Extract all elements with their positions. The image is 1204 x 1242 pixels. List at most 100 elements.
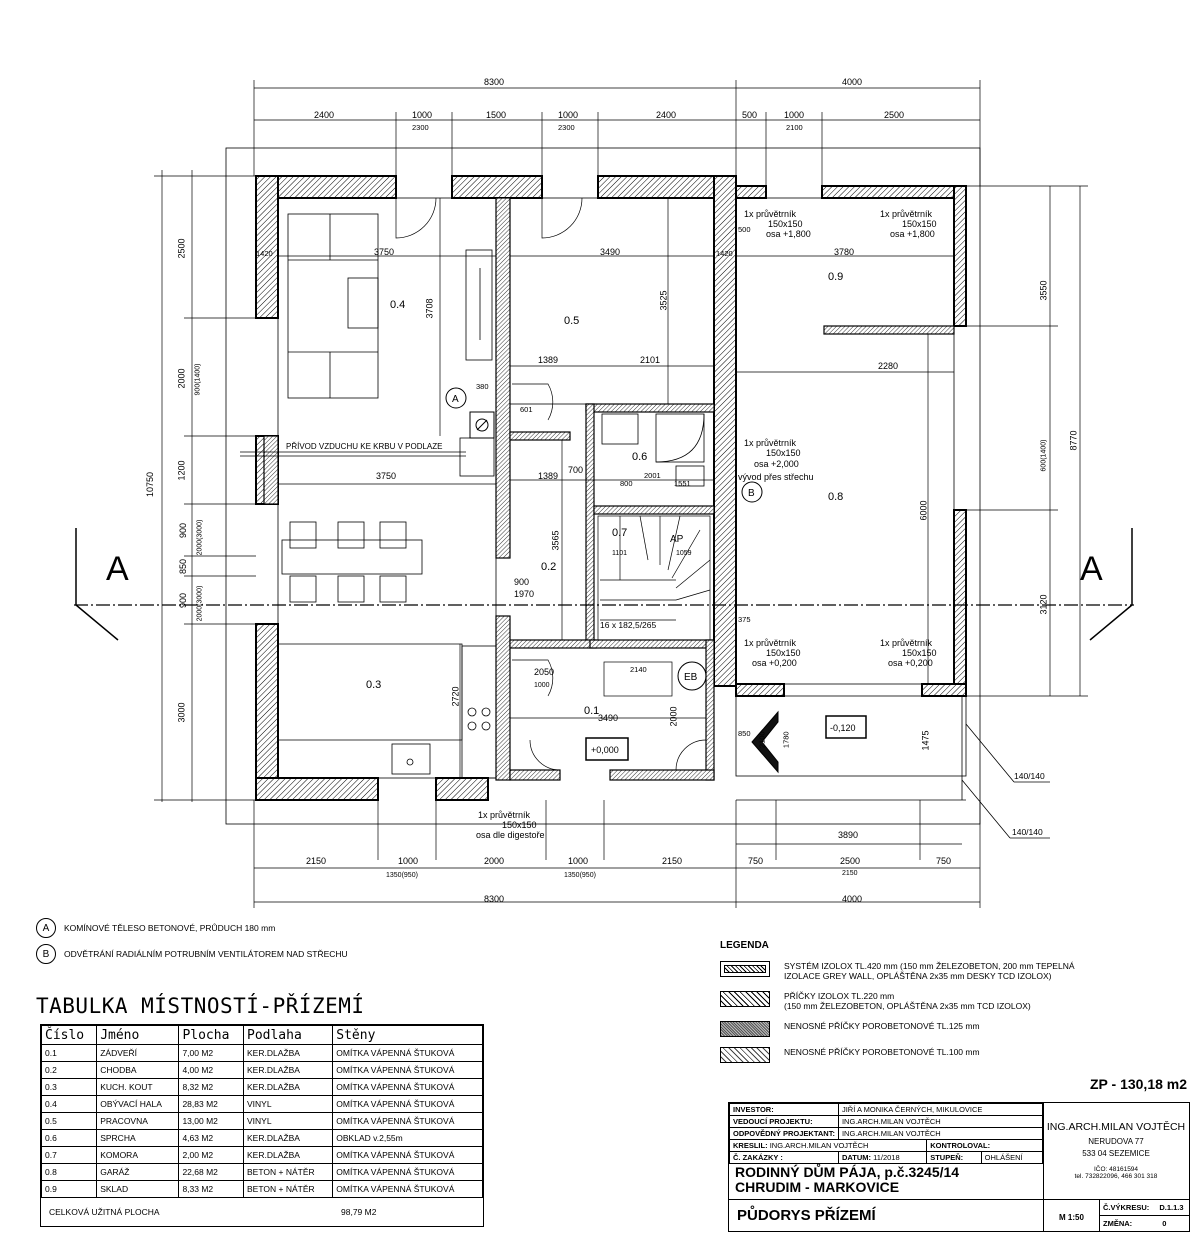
tb-firm: ING.ARCH.MILAN VOJTĚCH NERUDOVA 77 533 0… bbox=[1046, 1121, 1186, 1180]
table-cell: OMÍTKA VÁPENNÁ ŠTUKOVÁ bbox=[332, 1078, 483, 1096]
dim-inner: 6000 bbox=[918, 500, 929, 521]
rooms-table-title: TABULKA MÍSTNOSTÍ-PŘÍZEMÍ bbox=[36, 994, 365, 1018]
room-0.8: 0.8 bbox=[828, 491, 843, 503]
tb-odp-value: ING.ARCH.MILAN VOJTĚCH bbox=[837, 1127, 1044, 1140]
chimney bbox=[459, 411, 495, 477]
legend: LEGENDA SYSTÉM IZOLOX TL.420 mm (150 mm … bbox=[720, 940, 1140, 1073]
dim-top-seg-4: 1000 bbox=[558, 110, 579, 120]
ap-label: AP bbox=[670, 534, 684, 545]
dim-inner: 1000 bbox=[534, 682, 550, 689]
dim-left-seg-2: 2000 bbox=[176, 368, 187, 389]
vent-note-6: 1x průvětrník 150x150 osa dle digestoře bbox=[476, 810, 545, 840]
dim-inner: 1389 bbox=[538, 355, 559, 365]
note-a-text: KOMÍNOVÉ TĚLESO BETONOVÉ, PRŮDUCH 180 mm bbox=[64, 923, 276, 933]
dim-top-seg-5: 2400 bbox=[656, 110, 677, 120]
table-cell: 0.1 bbox=[40, 1044, 98, 1062]
table-cell: OMÍTKA VÁPENNÁ ŠTUKOVÁ bbox=[332, 1146, 483, 1164]
dim-right-seg-3: 3120 bbox=[1038, 594, 1049, 615]
level-outdoor: -0,120 bbox=[830, 723, 856, 733]
vent-note-2: 1x průvětrník 150x150 osa +1,800 bbox=[880, 209, 937, 239]
rooms-total-label: CELKOVÁ UŽITNÁ PLOCHA bbox=[49, 1207, 160, 1217]
dim-left-seg-7: 3000 bbox=[176, 702, 187, 723]
plan-marker-b: B bbox=[748, 488, 755, 499]
col-header: Podlaha bbox=[242, 1025, 334, 1045]
table-cell: KUCH. KOUT bbox=[96, 1078, 180, 1096]
table-cell: 0.7 bbox=[40, 1146, 98, 1164]
table-cell: KOMORA bbox=[96, 1146, 180, 1164]
stairs-label: 16 x 182,5/265 bbox=[600, 620, 657, 630]
air-inlet-label: PŘÍVOD VZDUCHU KE KRBU V PODLAZE bbox=[286, 442, 442, 451]
tb-vedouci-key: VEDOUCÍ PROJEKTU: bbox=[729, 1115, 839, 1128]
col-header: Plocha bbox=[178, 1025, 244, 1045]
table-cell: OBKLAD v.2,55m bbox=[332, 1129, 483, 1147]
dim-bottom-sub-1: 1350(950) bbox=[386, 872, 418, 879]
dim-top-seg-7: 1000 bbox=[784, 110, 805, 120]
note-b-marker: B bbox=[36, 944, 56, 964]
svg-text:150x150: 150x150 bbox=[768, 219, 803, 229]
svg-text:150x150: 150x150 bbox=[766, 648, 801, 658]
table-cell: 7,00 M2 bbox=[178, 1044, 244, 1062]
dim-bottom-seg-4: 1000 bbox=[568, 856, 589, 866]
lintel-label-1: 140/140 bbox=[1014, 771, 1045, 781]
tb-stupen-key: STUPEŇ: bbox=[926, 1151, 982, 1164]
dim-bottom-seg-3: 2000 bbox=[484, 856, 505, 866]
dim-bottom-sub-3: 2150 bbox=[842, 870, 858, 877]
section-marker-right: A bbox=[1080, 550, 1103, 588]
dim-right-seg-1: 3550 bbox=[1038, 280, 1049, 301]
table-cell: OMÍTKA VÁPENNÁ ŠTUKOVÁ bbox=[332, 1112, 483, 1130]
svg-text:1x průvětrník: 1x průvětrník bbox=[744, 209, 797, 219]
dim-inner: 380 bbox=[476, 382, 489, 391]
dim-top-sub-1: 2300 bbox=[412, 123, 429, 132]
lintel-label-2: 140/140 bbox=[1012, 827, 1043, 837]
dim-top-seg-8: 2500 bbox=[884, 110, 905, 120]
dim-inner: 850 bbox=[738, 729, 751, 738]
svg-text:osa +0,200: osa +0,200 bbox=[888, 658, 933, 668]
table-cell: OBÝVACÍ HALA bbox=[96, 1095, 180, 1113]
table-cell: 22,68 M2 bbox=[178, 1163, 244, 1181]
table-cell: ZÁDVEŘÍ bbox=[96, 1044, 180, 1062]
staircase bbox=[597, 515, 711, 641]
dim-inner: 3750 bbox=[374, 247, 395, 257]
table-cell: OMÍTKA VÁPENNÁ ŠTUKOVÁ bbox=[332, 1061, 483, 1079]
notes: A KOMÍNOVÉ TĚLESO BETONOVÉ, PRŮDUCH 180 … bbox=[36, 918, 348, 964]
dim-inner: 800 bbox=[620, 479, 633, 488]
eb-label: EB bbox=[684, 672, 698, 683]
vent-note-5: 1x průvětrník 150x150 osa +0,200 bbox=[880, 638, 937, 668]
level-indoor: +0,000 bbox=[591, 745, 619, 755]
dim-top-seg-2: 1000 bbox=[412, 110, 433, 120]
table-cell: CHODBA bbox=[96, 1061, 180, 1079]
rooms-table-header: Číslo Jméno Plocha Podlaha Stěny bbox=[40, 1025, 483, 1045]
dim-inner: 2101 bbox=[640, 355, 661, 365]
table-cell: 2,00 M2 bbox=[178, 1146, 244, 1164]
tb-change: ZMĚNA: 0 bbox=[1103, 1219, 1167, 1228]
room-0.2: 0.2 bbox=[541, 561, 556, 573]
table-cell: SPRCHA bbox=[96, 1129, 180, 1147]
dim-inner: 1059 bbox=[676, 550, 692, 557]
built-up-area: ZP - 130,18 m2 bbox=[1090, 1076, 1188, 1092]
tb-investor-value: JIŘÍ A MONIKA ČERNÝCH, MIKULOVICE bbox=[837, 1103, 1044, 1116]
table-cell: KER.DLAŽBA bbox=[242, 1061, 334, 1079]
table-cell: OMÍTKA VÁPENNÁ ŠTUKOVÁ bbox=[332, 1044, 483, 1062]
dim-inner: 900 bbox=[514, 577, 530, 587]
svg-text:1x průvětrník: 1x průvětrník bbox=[478, 810, 531, 820]
room-0.3: 0.3 bbox=[366, 679, 381, 691]
dim-inner: 3780 bbox=[834, 247, 855, 257]
table-cell: 8,33 M2 bbox=[178, 1180, 244, 1198]
dim-left-sub-1: 900(1400) bbox=[194, 363, 202, 396]
dim-top-seg-1: 2400 bbox=[314, 110, 335, 120]
dim-inner: 2001 bbox=[644, 471, 661, 480]
table-cell: 8,32 M2 bbox=[178, 1078, 244, 1096]
svg-text:150x150: 150x150 bbox=[502, 820, 537, 830]
dim-inner: 1551 bbox=[674, 479, 691, 488]
tb-scale: M 1:50 bbox=[1059, 1213, 1084, 1222]
dim-bottom-total-left: 8300 bbox=[484, 894, 505, 904]
rooms-total-row: CELKOVÁ UŽITNÁ PLOCHA 98,79 M2 bbox=[41, 1198, 483, 1226]
col-header: Stěny bbox=[332, 1025, 483, 1045]
table-cell: KER.DLAŽBA bbox=[242, 1044, 334, 1062]
dim-bottom-seg-7: 2500 bbox=[840, 856, 861, 866]
room-0.5: 0.5 bbox=[564, 315, 579, 327]
dim-bottom-mid: 3890 bbox=[838, 830, 859, 840]
